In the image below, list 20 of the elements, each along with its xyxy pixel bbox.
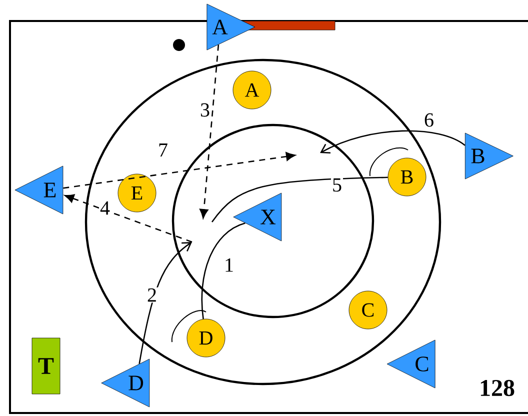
player-triangle: C xyxy=(386,340,436,388)
arrow xyxy=(200,44,220,218)
edge-label: 6 xyxy=(423,112,435,128)
arrow xyxy=(138,242,192,364)
edge-label: 5 xyxy=(331,177,343,193)
arrow xyxy=(320,130,466,154)
player-triangle: D xyxy=(101,358,150,408)
edge-label: 3 xyxy=(199,102,211,118)
player-triangle: A xyxy=(206,4,256,50)
marker-box: T xyxy=(32,338,60,394)
edge-label: 2 xyxy=(146,287,158,303)
player-triangle: X xyxy=(233,192,282,242)
edge-label: 1 xyxy=(223,257,235,273)
player-triangle: B xyxy=(464,132,514,180)
edge-label: 4 xyxy=(99,200,111,216)
page-number: 128 xyxy=(480,380,514,396)
player-triangle: E xyxy=(14,166,64,214)
arrow xyxy=(64,194,192,243)
arrow xyxy=(63,152,296,189)
edge-label: 7 xyxy=(157,142,169,158)
